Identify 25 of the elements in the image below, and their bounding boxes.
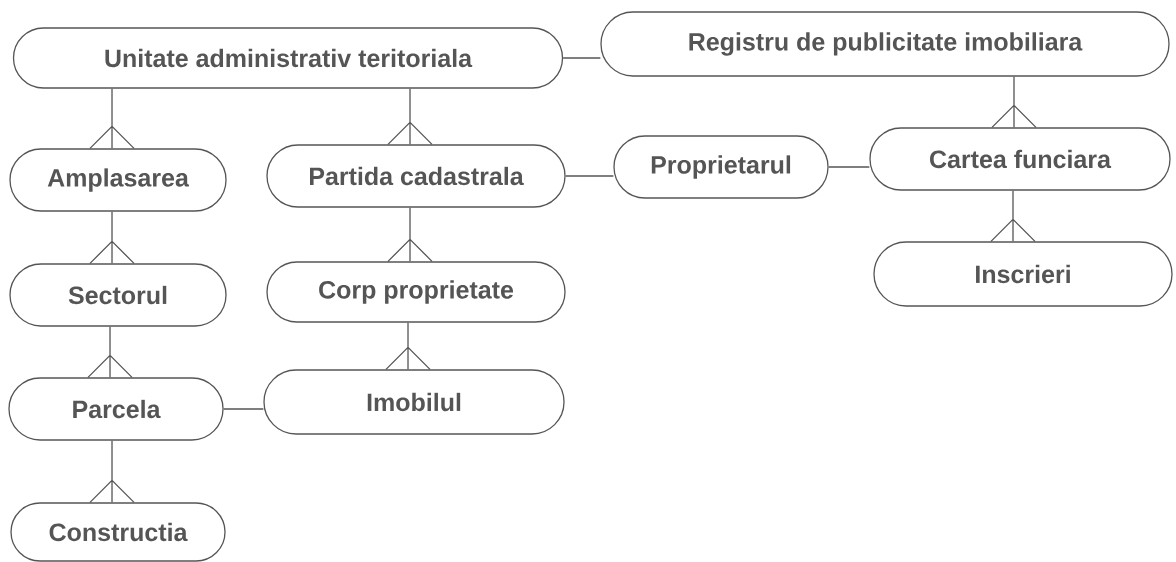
entity-box: Inscrieri xyxy=(873,241,1173,307)
connector-line xyxy=(565,175,614,177)
connector-line xyxy=(991,76,1037,128)
connector-line xyxy=(89,211,135,264)
entity-box: Cartea funciara xyxy=(869,127,1171,191)
connector-line xyxy=(223,408,264,410)
entity-box: Unitate administrativ teritoriala xyxy=(12,27,564,89)
connector-line xyxy=(89,88,135,149)
connector-line xyxy=(87,326,133,378)
connector-line xyxy=(89,440,135,503)
connector-line xyxy=(387,207,433,262)
entity-box: Constructia xyxy=(10,502,226,562)
entity-box: Registru de publicitate imobiliara xyxy=(600,11,1170,77)
entity-box: Partida cadastrala xyxy=(266,144,566,208)
entity-box: Imobilul xyxy=(263,369,565,435)
entity-box: Corp proprietate xyxy=(266,261,566,323)
connector-line xyxy=(990,190,1036,242)
entity-box: Sectorul xyxy=(9,263,227,327)
entity-box: Proprietarul xyxy=(613,135,829,199)
connector-line xyxy=(387,88,433,145)
entity-box: Parcela xyxy=(8,377,224,441)
connector-line xyxy=(562,57,601,59)
connector-line xyxy=(828,166,870,168)
entity-box: Amplasarea xyxy=(9,148,227,212)
connector-line xyxy=(385,322,431,370)
